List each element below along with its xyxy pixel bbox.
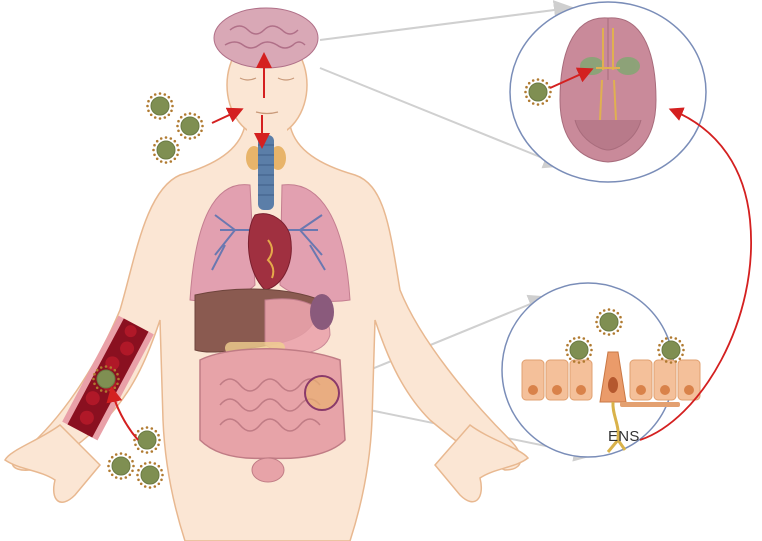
heart bbox=[247, 213, 292, 291]
gut-brain-arrow bbox=[639, 107, 752, 441]
gut-highlight bbox=[304, 375, 340, 411]
ens-label: ENS bbox=[608, 428, 640, 445]
face bbox=[239, 77, 295, 115]
abdominal-organs bbox=[194, 288, 334, 355]
lungs bbox=[189, 184, 351, 302]
infection-route-arrows bbox=[106, 52, 272, 441]
hands bbox=[4, 423, 530, 503]
brain bbox=[213, 7, 319, 69]
gut-epithelium-inset bbox=[501, 282, 701, 458]
brain-inset bbox=[509, 1, 707, 183]
intestines bbox=[199, 348, 346, 483]
